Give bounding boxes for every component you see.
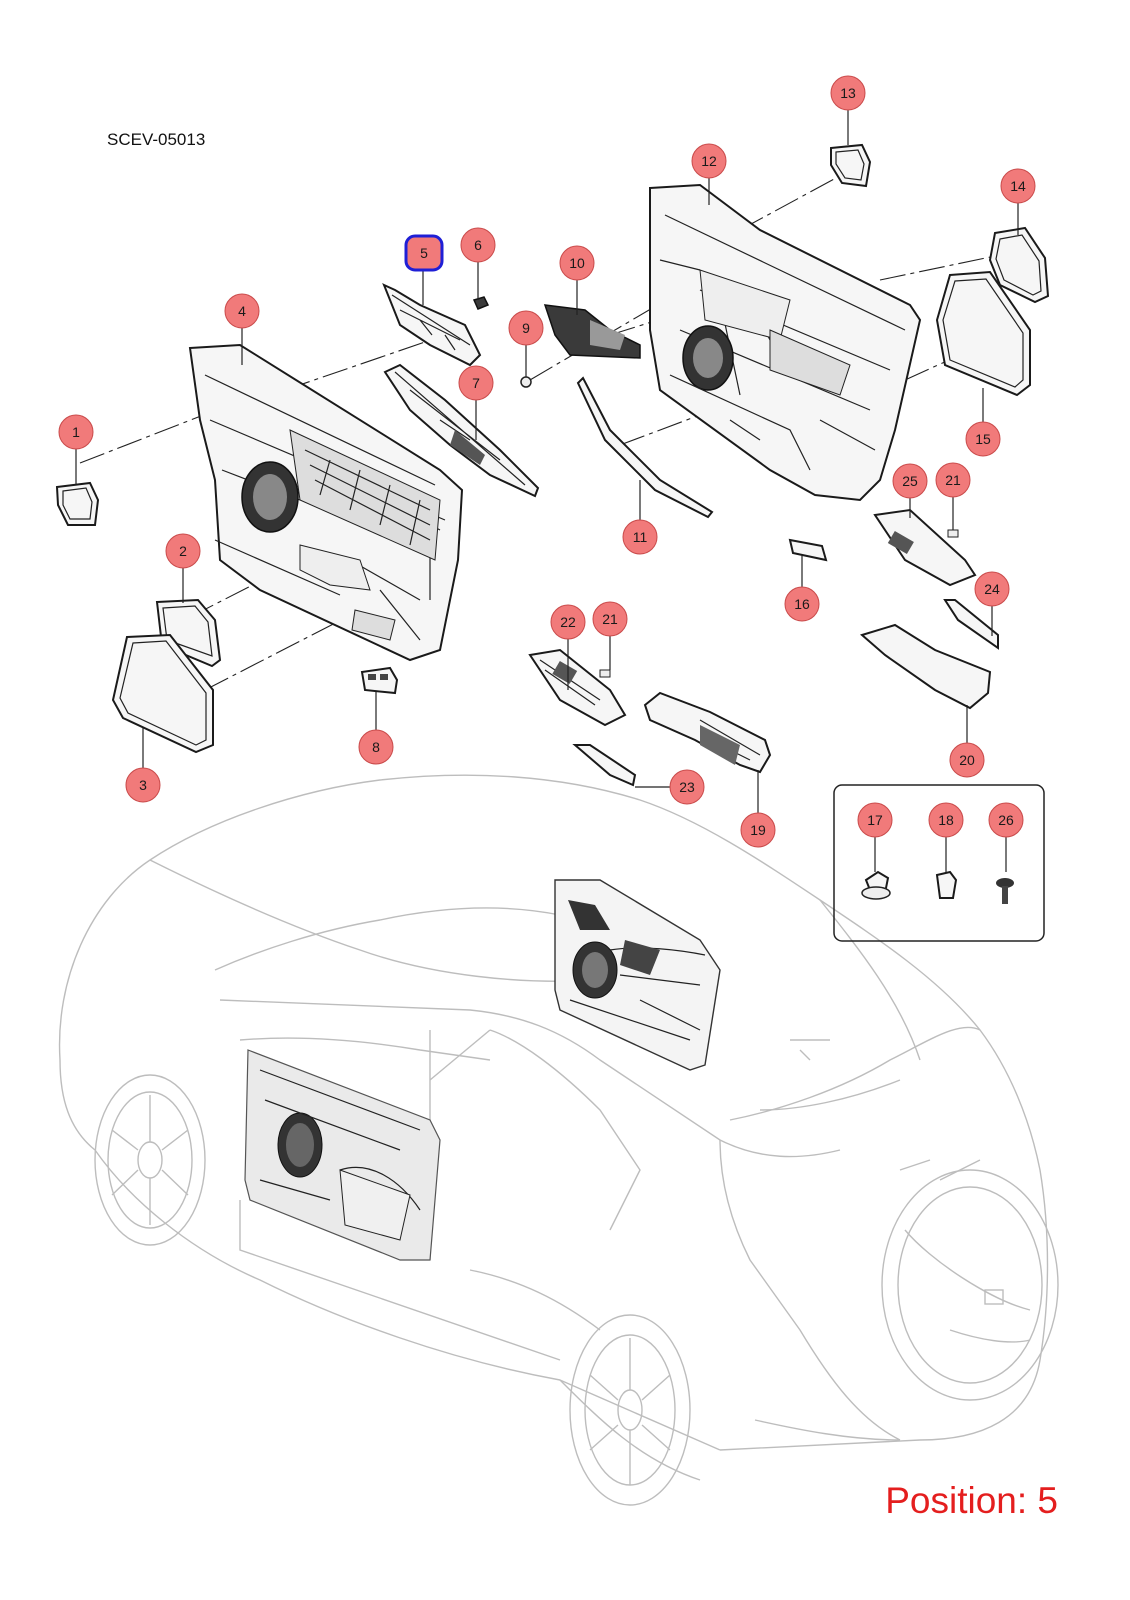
callout-17[interactable]: 17 bbox=[857, 802, 893, 838]
callout-10[interactable]: 10 bbox=[559, 245, 595, 281]
callout-22[interactable]: 22 bbox=[550, 604, 586, 640]
callout-20[interactable]: 20 bbox=[949, 742, 985, 778]
callout-7[interactable]: 7 bbox=[458, 365, 494, 401]
part-10-tweeter-cover bbox=[543, 304, 641, 359]
diagram-code: SCEV-05013 bbox=[107, 130, 206, 149]
svg-text:21: 21 bbox=[945, 472, 961, 488]
svg-text:2: 2 bbox=[179, 543, 187, 559]
part-23-bracket bbox=[572, 744, 637, 787]
part-19-pull-handle bbox=[643, 691, 772, 774]
part-6-clip bbox=[472, 296, 490, 310]
callout-12[interactable]: 12 bbox=[691, 143, 727, 179]
callout-leaders bbox=[75, 110, 1019, 872]
part-17-clip bbox=[861, 870, 891, 900]
callout-23[interactable]: 23 bbox=[669, 769, 705, 805]
svg-text:1: 1 bbox=[72, 424, 80, 440]
callout-14[interactable]: 14 bbox=[1000, 168, 1036, 204]
vehicle-outline bbox=[58, 774, 1059, 1506]
callout-8[interactable]: 8 bbox=[358, 729, 394, 765]
svg-text:26: 26 bbox=[998, 812, 1014, 828]
svg-text:22: 22 bbox=[560, 614, 576, 630]
part-3-seal bbox=[111, 633, 214, 754]
svg-text:9: 9 bbox=[522, 320, 530, 336]
part-25-switch-bezel bbox=[873, 508, 977, 587]
callout-5[interactable]: 5 bbox=[404, 234, 444, 272]
callout-25[interactable]: 25 bbox=[892, 463, 928, 499]
callout-21-b[interactable]: 21 bbox=[592, 601, 628, 637]
part-21-clip bbox=[947, 529, 959, 538]
svg-text:14: 14 bbox=[1010, 178, 1026, 194]
svg-text:20: 20 bbox=[959, 752, 975, 768]
part-18-clip bbox=[935, 870, 958, 899]
svg-text:3: 3 bbox=[139, 777, 147, 793]
svg-text:17: 17 bbox=[867, 812, 883, 828]
callout-18[interactable]: 18 bbox=[928, 802, 964, 838]
part-7-armrest-upper bbox=[383, 363, 540, 498]
part-21-clip-b bbox=[599, 669, 611, 678]
svg-text:7: 7 bbox=[472, 375, 480, 391]
svg-text:8: 8 bbox=[372, 739, 380, 755]
part-24-bracket bbox=[943, 599, 999, 650]
callout-1[interactable]: 1 bbox=[58, 414, 94, 450]
callout-15[interactable]: 15 bbox=[965, 421, 1001, 457]
svg-text:5: 5 bbox=[420, 245, 428, 261]
part-5-armrest-trim bbox=[382, 283, 482, 367]
part-8-switch bbox=[360, 666, 399, 695]
part-20-armrest-trim bbox=[859, 623, 992, 710]
svg-text:16: 16 bbox=[794, 596, 810, 612]
svg-text:15: 15 bbox=[975, 431, 991, 447]
callout-11[interactable]: 11 bbox=[622, 519, 658, 555]
part-26-screw bbox=[996, 878, 1014, 904]
part-12-door-trim-panel bbox=[649, 183, 922, 502]
hardware-kit-box bbox=[833, 784, 1045, 942]
callout-6[interactable]: 6 bbox=[460, 227, 496, 263]
callout-24[interactable]: 24 bbox=[974, 571, 1010, 607]
part-4-door-trim-panel bbox=[188, 343, 464, 662]
part-16-bracket bbox=[788, 538, 828, 562]
callout-16[interactable]: 16 bbox=[784, 586, 820, 622]
callout-3[interactable]: 3 bbox=[125, 767, 161, 803]
svg-text:25: 25 bbox=[902, 473, 918, 489]
part-22-switch-bezel bbox=[528, 648, 627, 727]
svg-text:21: 21 bbox=[602, 611, 618, 627]
position-indicator: Position: 5 bbox=[885, 1480, 1058, 1521]
callout-26[interactable]: 26 bbox=[988, 802, 1024, 838]
callout-9[interactable]: 9 bbox=[508, 310, 544, 346]
svg-text:23: 23 bbox=[679, 779, 695, 795]
svg-text:24: 24 bbox=[984, 581, 1000, 597]
callouts: 1 2 3 4 5 6 7 8 9 10 11 12 13 14 15 16 1… bbox=[58, 75, 1036, 848]
callout-2[interactable]: 2 bbox=[165, 533, 201, 569]
part-9-clip bbox=[520, 376, 532, 388]
callout-4[interactable]: 4 bbox=[224, 293, 260, 329]
callout-21[interactable]: 21 bbox=[935, 462, 971, 498]
callout-13[interactable]: 13 bbox=[830, 75, 866, 111]
part-14-seal bbox=[988, 226, 1050, 304]
svg-text:6: 6 bbox=[474, 237, 482, 253]
svg-text:4: 4 bbox=[238, 303, 246, 319]
svg-text:19: 19 bbox=[750, 822, 766, 838]
svg-text:13: 13 bbox=[840, 85, 856, 101]
svg-text:11: 11 bbox=[633, 529, 648, 545]
callout-19[interactable]: 19 bbox=[740, 812, 776, 848]
svg-text:12: 12 bbox=[701, 153, 717, 169]
part-11-trim-strip bbox=[576, 376, 714, 519]
svg-text:10: 10 bbox=[569, 255, 585, 271]
svg-text:18: 18 bbox=[938, 812, 954, 828]
